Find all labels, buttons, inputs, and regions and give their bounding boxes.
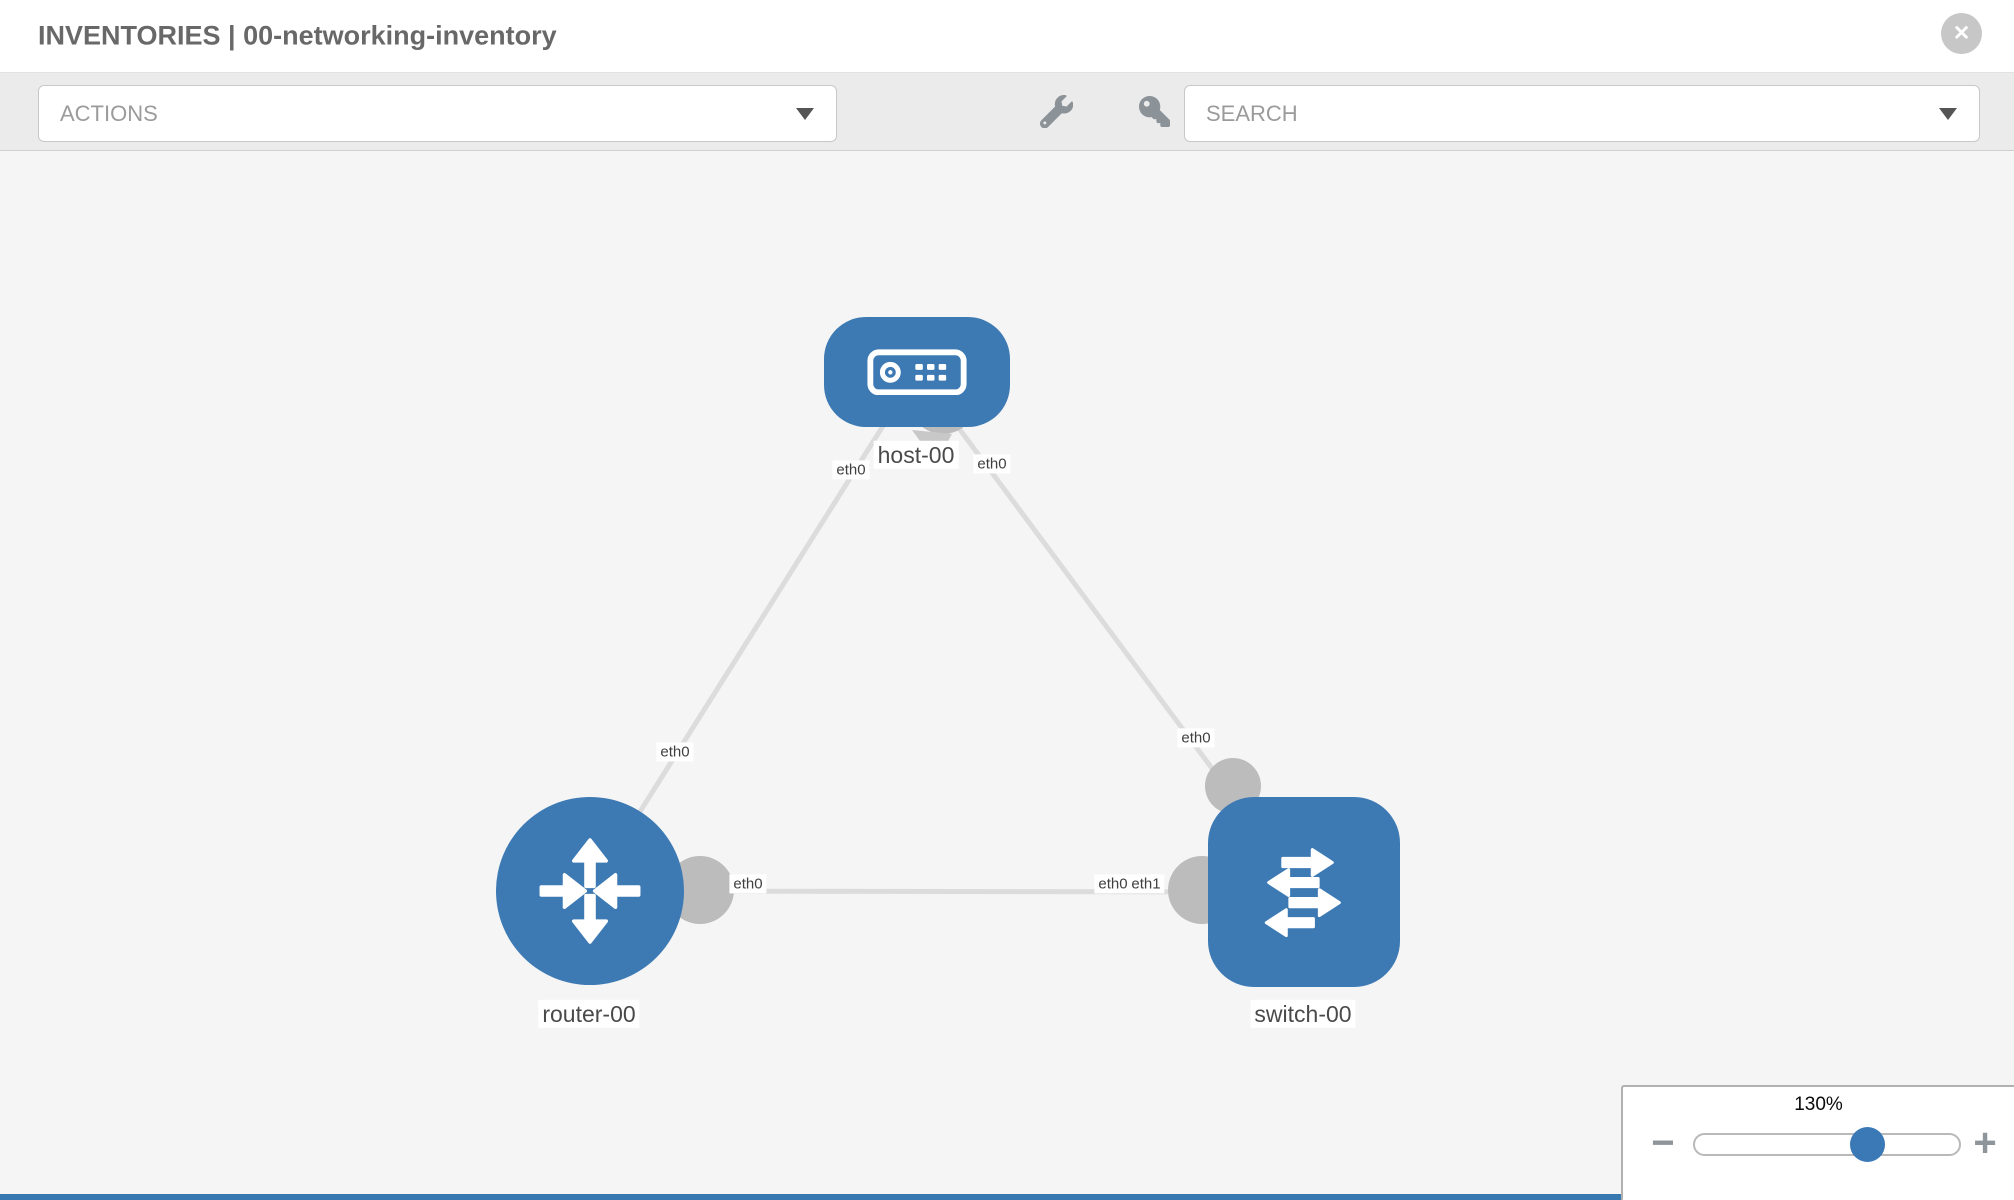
zoom-out-button[interactable]: −	[1651, 1121, 1675, 1165]
key-icon[interactable]	[1139, 96, 1170, 127]
router-icon	[539, 838, 641, 944]
port-label: eth0	[656, 742, 694, 762]
zoom-level-value: 130%	[1794, 1094, 1843, 1115]
port-label: eth0	[1094, 874, 1132, 894]
search-dropdown[interactable]: SEARCH	[1184, 85, 1980, 142]
node-label-host: host-00	[873, 440, 959, 470]
chevron-down-icon	[1939, 107, 1957, 120]
actions-dropdown[interactable]: ACTIONS	[38, 85, 837, 142]
port-label: eth0	[729, 874, 767, 894]
zoom-slider-thumb[interactable]	[1850, 1127, 1885, 1162]
toolbar: ACTIONS SEARCH	[0, 73, 2014, 151]
node-router-00[interactable]	[496, 797, 684, 985]
close-icon: ✕	[1952, 22, 1971, 45]
wrench-icon[interactable]	[1040, 95, 1073, 128]
node-label-switch: switch-00	[1250, 999, 1356, 1029]
bottom-accent-bar	[0, 1194, 1621, 1200]
close-button[interactable]: ✕	[1941, 13, 1982, 54]
topology-canvas[interactable]	[0, 151, 2014, 1200]
port-label: eth1	[1127, 874, 1165, 894]
actions-dropdown-label: ACTIONS	[60, 100, 158, 126]
node-switch-00[interactable]	[1208, 797, 1400, 987]
host-device-icon	[867, 349, 967, 395]
page-title: INVENTORIES | 00-networking-inventory	[38, 20, 557, 51]
zoom-slider-track[interactable]	[1693, 1127, 1961, 1162]
port-label: eth0	[973, 454, 1011, 474]
port-label: eth0	[1177, 728, 1215, 748]
node-label-router: router-00	[538, 999, 640, 1029]
switch-icon	[1264, 848, 1341, 938]
zoom-panel: 130% − +	[1621, 1085, 2014, 1200]
node-host-00[interactable]	[824, 317, 1010, 427]
chevron-down-icon	[796, 107, 814, 120]
zoom-in-button[interactable]: +	[1973, 1121, 1997, 1165]
window-header: INVENTORIES | 00-networking-inventory ✕	[0, 0, 2014, 73]
search-dropdown-label: SEARCH	[1206, 100, 1298, 126]
toolbar-icons	[1040, 73, 1170, 150]
port-label: eth0	[832, 460, 870, 480]
